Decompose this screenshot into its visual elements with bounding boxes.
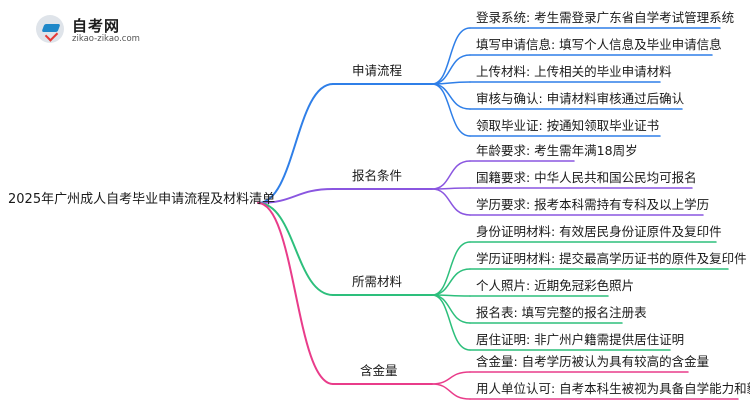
child-connector bbox=[431, 188, 471, 216]
leaf-topic: 居住证明: 非广州户籍需提供居住证明 bbox=[476, 332, 685, 347]
leaf-topic: 学历证明材料: 提交最高学历证书的原件及复印件 bbox=[476, 251, 747, 266]
leaf-topic: 填写申请信息: 填写个人信息及毕业申请信息 bbox=[476, 37, 722, 52]
site-logo: 自考网 zikao-zikao.com bbox=[36, 14, 166, 48]
child-connector bbox=[431, 383, 471, 400]
child-connector bbox=[431, 160, 471, 190]
leaf-topic: 身份证明材料: 有效居民身份证原件及复印件 bbox=[476, 224, 722, 239]
branch-label: 所需材料 bbox=[352, 274, 403, 289]
child-connector bbox=[431, 371, 471, 385]
leaf-topic: 审核与确认: 申请材料审核通过后确认 bbox=[476, 91, 685, 106]
root-topic: 2025年广州成人自考毕业申请流程及材料清单 bbox=[8, 192, 276, 207]
child-connector bbox=[431, 241, 471, 296]
branch-label: 报名条件 bbox=[352, 168, 403, 183]
logo-url: zikao-zikao.com bbox=[72, 34, 140, 44]
child-connector bbox=[431, 294, 471, 324]
branch-label: 含金量 bbox=[360, 363, 398, 378]
branch-connector bbox=[257, 188, 334, 204]
leaf-topic: 年龄要求: 考生需年满18周岁 bbox=[476, 143, 638, 158]
leaf-topic: 个人照片: 近期免冠彩色照片 bbox=[476, 278, 635, 293]
branch-connector bbox=[257, 83, 334, 204]
leaf-topic: 领取毕业证: 按通知领取毕业证书 bbox=[476, 118, 660, 133]
leaf-topic: 含金量: 自考学历被认为具有较高的含金量 bbox=[476, 354, 710, 369]
leaf-topic: 报名表: 填写完整的报名注册表 bbox=[476, 305, 647, 320]
branch-label: 申请流程 bbox=[352, 63, 403, 78]
leaf-topic: 国籍要求: 中华人民共和国公民均可报名 bbox=[476, 170, 697, 185]
leaf-topic: 用人单位认可: 自考本科生被视为具备自学能力和毅力 bbox=[476, 381, 750, 396]
branch-connector bbox=[257, 202, 334, 296]
child-connector bbox=[431, 83, 471, 137]
child-connector bbox=[431, 83, 471, 110]
child-connector bbox=[431, 54, 471, 85]
logo-name: 自考网 bbox=[72, 17, 121, 35]
child-connector bbox=[431, 294, 471, 351]
graduation-cap-icon bbox=[36, 15, 64, 43]
leaf-topic: 上传材料: 上传相关的毕业申请材料 bbox=[476, 64, 672, 79]
child-connector bbox=[431, 268, 471, 296]
leaf-topic: 学历要求: 报考本科需持有专科及以上学历 bbox=[476, 197, 710, 212]
branch-connector bbox=[257, 202, 334, 385]
leaf-topic: 登录系统: 考生需登录广东省自学考试管理系统 bbox=[476, 10, 735, 25]
